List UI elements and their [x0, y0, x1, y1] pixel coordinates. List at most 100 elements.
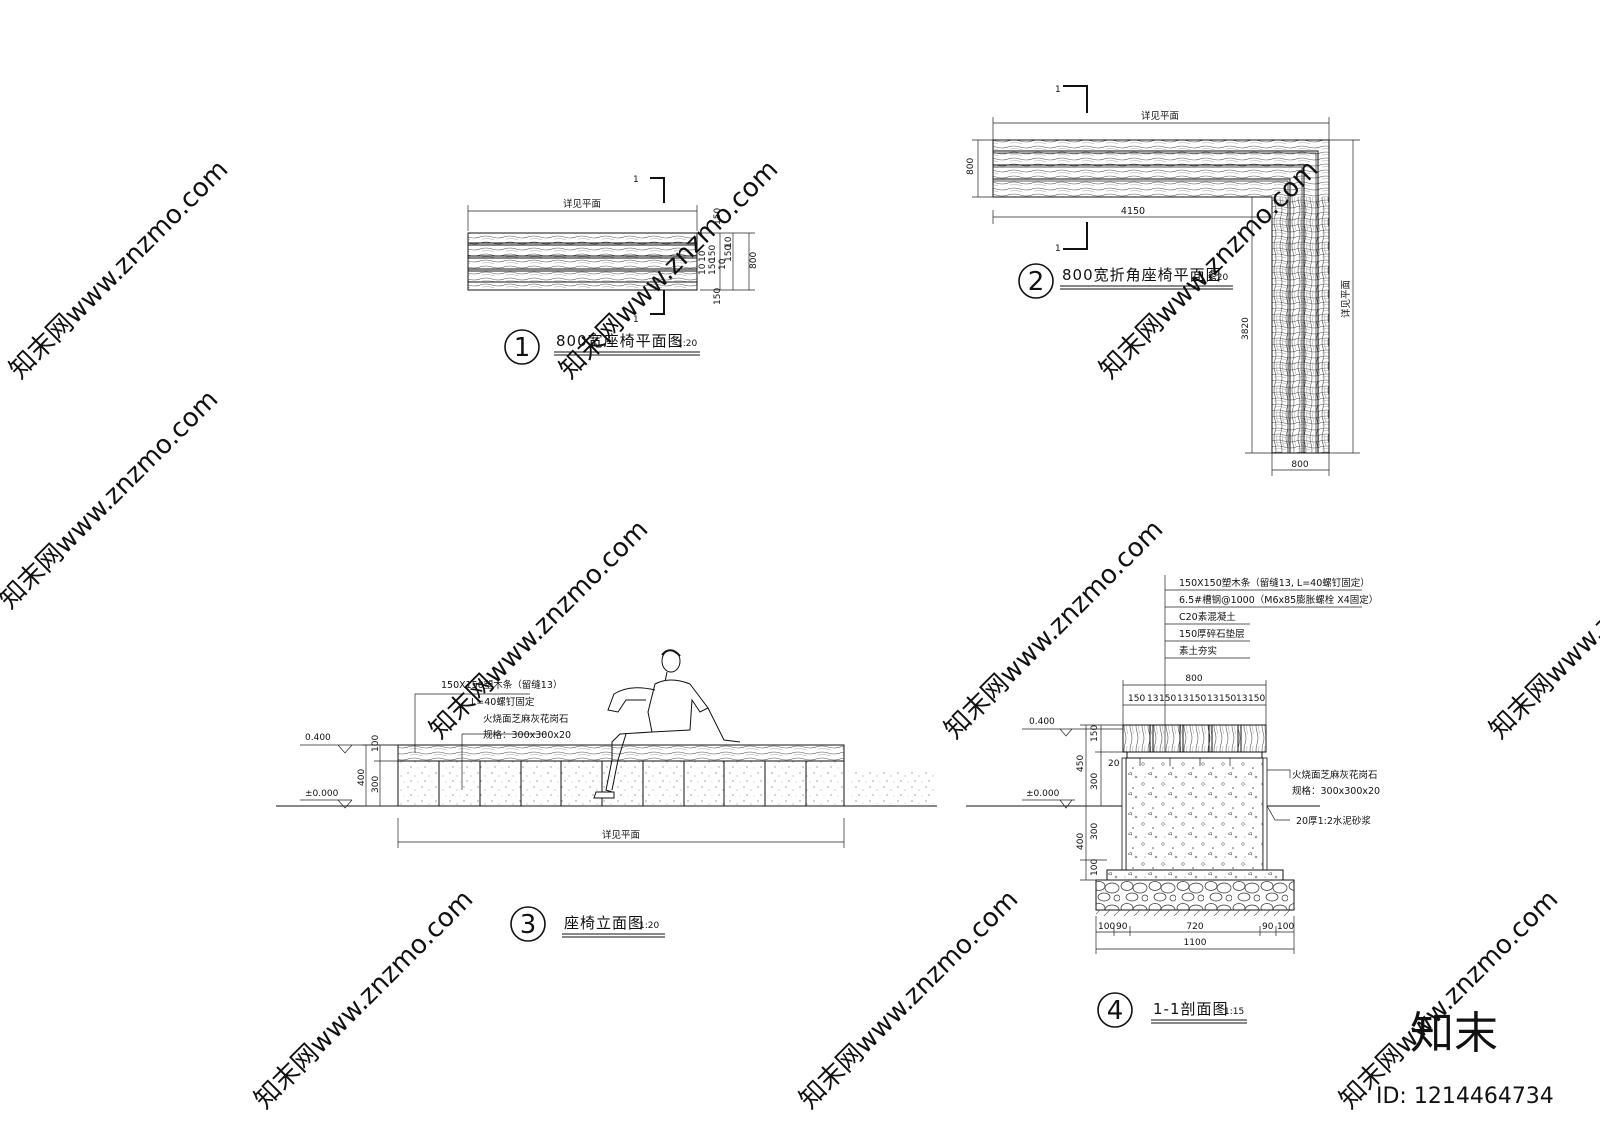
section-note-mortar: 20厚1:2水泥砂浆	[1296, 815, 1371, 827]
watermark-text: 知末网www.znzmo.com	[249, 884, 480, 1115]
plan2-ref-side: 详见平面	[1340, 280, 1352, 318]
section-dim-part: 13	[1207, 694, 1218, 704]
elev-dim-300: 300	[371, 776, 381, 793]
watermark-layer: 知末网www.znzmo.com 知末网www.znzmo.com 知末网www…	[0, 154, 1600, 1115]
elev-level-ground: ±0.000	[305, 789, 339, 799]
watermark-text: 知末网www.znzmo.com	[1334, 884, 1565, 1115]
section-cut-mark	[650, 290, 665, 315]
plan1-dim: 10	[698, 250, 708, 262]
elev-note-wood-b: L=40螺钉固定	[471, 696, 535, 708]
drawing-scale: 1:15	[1224, 1007, 1244, 1017]
section-concrete	[1125, 757, 1264, 871]
section-dim-400: 400	[1076, 833, 1086, 850]
plan1-total-dim: 800	[749, 252, 759, 269]
plan2-dim-bottom: 800	[1291, 460, 1308, 470]
plan1-dim: 150	[708, 258, 718, 275]
section-note-granite-b: 规格：300x300x20	[1292, 785, 1380, 797]
drawing-number: 4	[1107, 996, 1124, 1026]
section-level-top: 0.400	[1029, 717, 1055, 727]
elev-ref: 详见平面	[602, 829, 640, 841]
watermark-text: 知末网www.znzmo.com	[794, 884, 1025, 1115]
watermark-text: 知末网www.znzmo.com	[4, 154, 235, 385]
watermark-text: 知末网www.znzmo.com	[424, 514, 655, 745]
bench-elevation: 150X150塑木条（留缝13） L=40螺钉固定 火烧面芝麻灰花岗石 规格：3…	[276, 649, 937, 942]
elev-note-granite-b: 规格：300x300x20	[483, 729, 571, 741]
drawing-number: 2	[1028, 267, 1045, 297]
drawing-scale: 1:20	[1208, 273, 1228, 283]
section-dim-part: 13	[1236, 694, 1247, 704]
plan1-dim: 10	[718, 258, 728, 270]
section-cut-mark	[1063, 85, 1088, 113]
plan1-dim: 150	[708, 245, 718, 262]
section-footing	[1106, 869, 1284, 881]
elev-dim-100: 100	[371, 735, 381, 752]
drawing-number-circle	[504, 329, 540, 365]
section-level-ground: ±0.000	[1026, 789, 1060, 799]
plan1-dim: 10	[724, 236, 734, 248]
section-dim-part: 150	[1189, 694, 1206, 704]
section-dim-bottom-part: 720	[1186, 922, 1203, 932]
section-compacted-earth	[1096, 910, 1294, 916]
section-dim-300a: 300	[1090, 773, 1100, 790]
section-dim-100: 100	[1090, 859, 1100, 876]
drawing-number-circle	[1097, 992, 1133, 1028]
section-layer-5: 素土夯实	[1179, 645, 1217, 657]
seated-person-figure	[593, 649, 741, 799]
drawing-title: 座椅立面图	[564, 914, 644, 932]
watermark-text: 知末网www.znzmo.com	[939, 514, 1170, 745]
plan1-ref-label: 详见平面	[563, 198, 601, 210]
section-layer-1: 150X150塑木条（留缝13, L=40螺钉固定）	[1179, 577, 1370, 589]
drawing-number: 3	[520, 910, 537, 940]
watermark-logo: 知末	[1410, 1008, 1498, 1059]
plan-800-bench: 详见平面 1 1 150 10 150 10 150 10 150 10 150…	[467, 175, 759, 365]
section-mark-label: 1	[1055, 244, 1061, 254]
section-dim-part: 150	[1128, 694, 1145, 704]
section-dim-part: 150	[1248, 694, 1265, 704]
plan2-dim-leg: 3820	[1241, 317, 1251, 340]
section-note-granite-a: 火烧面芝麻灰花岗石	[1292, 769, 1378, 781]
elevation-granite-base	[397, 760, 845, 807]
drawing-number: 1	[514, 333, 531, 363]
section-dim-300b: 300	[1090, 823, 1100, 840]
drawing-number-circle	[1018, 263, 1054, 299]
elev-note-granite-a: 火烧面芝麻灰花岗石	[483, 713, 569, 725]
drawing-scale: 1:20	[639, 921, 659, 931]
elevation-wood-slats	[397, 744, 845, 762]
shrub-texture	[850, 770, 935, 804]
drawing-title: 800宽座椅平面图	[556, 332, 684, 350]
section-layer-3: C20素混凝土	[1179, 611, 1236, 623]
section-dim-bottom-part: 100	[1277, 922, 1294, 932]
watermark-text: 知末网www.znzmo.com	[0, 384, 224, 615]
plan2-dim-length: 4150	[1121, 206, 1145, 217]
drawing-title: 800宽折角座椅平面图	[1062, 266, 1222, 284]
section-wood-slats	[1122, 724, 1267, 753]
plan1-dim: 150	[724, 245, 734, 262]
section-gravel-bed	[1095, 879, 1295, 911]
section-dim-bottom-total: 1100	[1184, 938, 1207, 948]
drawing-number-circle	[510, 906, 546, 942]
section-cut-mark	[1063, 222, 1088, 250]
elev-note-wood-a: 150X150塑木条（留缝13）	[441, 679, 562, 691]
plan2-ref-top: 详见平面	[1141, 110, 1179, 122]
elev-dim-400: 400	[357, 769, 367, 786]
section-dim-part: 150	[1159, 694, 1176, 704]
plan1-dim: 10	[698, 263, 708, 275]
section-mark-label: 1	[633, 315, 639, 325]
elev-level-top: 0.400	[305, 733, 331, 743]
section-dim-bottom-part: 90	[1116, 922, 1128, 932]
section-mark-label: 1	[633, 175, 639, 185]
section-1-1: 150X150塑木条（留缝13, L=40螺钉固定） 6.5#槽钢@1000（M…	[966, 575, 1380, 1028]
watermark-id: ID: 1214464734	[1376, 1084, 1554, 1109]
section-dim-part: 13	[1147, 694, 1158, 704]
section-layer-2: 6.5#槽钢@1000（M6x85膨胀螺栓 X4固定）	[1179, 594, 1378, 606]
section-dim-bottom-part: 90	[1262, 922, 1274, 932]
section-dim-bottom-part: 100	[1098, 922, 1115, 932]
plan2-dim-width: 800	[966, 158, 976, 175]
section-cut-mark	[650, 177, 665, 203]
section-dim-part: 150	[1219, 694, 1236, 704]
steel-channel	[1126, 752, 1263, 759]
section-mark-label: 1	[1055, 85, 1061, 95]
section-dim-150: 150	[1090, 725, 1100, 742]
section-dim-20: 20	[1108, 759, 1120, 769]
